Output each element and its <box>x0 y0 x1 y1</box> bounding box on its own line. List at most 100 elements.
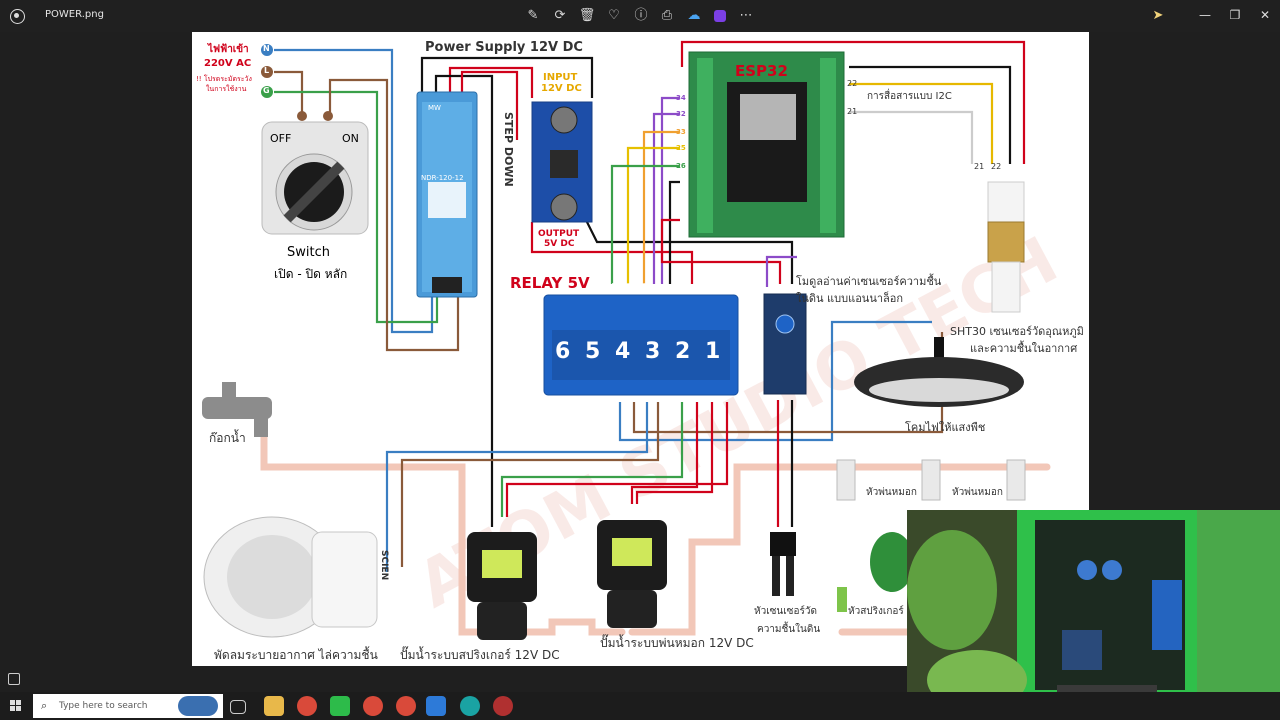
taskbar-search[interactable]: ⌕ Type here to search <box>33 694 223 718</box>
title-bar: POWER.png ✎ ⟳ 🗑 ♡ ⓘ ⎙ ☁ ⋯ ➤ — ❐ ✕ <box>0 0 1280 32</box>
fan-brand: SCIEN <box>379 550 389 581</box>
minimize-button[interactable]: — <box>1199 8 1211 22</box>
sht30-label-1: SHT30 เซนเซอร์วัดอุณหภูมิ <box>950 325 1084 338</box>
pin-22-esp: 22 <box>847 79 858 88</box>
print-icon[interactable]: ⎙ <box>661 8 673 23</box>
mist-nozzle-label-2: หัวพ่นหมอก <box>952 487 1003 498</box>
start-button[interactable] <box>0 692 32 720</box>
left-strip <box>0 665 192 692</box>
clipchamp-icon[interactable] <box>710 6 730 26</box>
relay-channel-5: 5 <box>585 339 601 364</box>
taskbar: ⌕ Type here to search <box>0 692 1280 720</box>
step-down-module <box>531 101 593 223</box>
relay-pin-2: 2 <box>642 282 647 290</box>
switch-description: เปิด - ปิด หลัก <box>274 267 348 281</box>
faucet-label: ก๊อกน้ำ <box>209 431 246 445</box>
ac-voltage-label: 220V AC <box>204 58 252 69</box>
ac-input-label: ไฟฟ้าเข้า <box>208 44 249 55</box>
sht30-label-2: และความชื้นในอากาศ <box>970 342 1078 355</box>
pin-21-esp: 21 <box>847 107 858 116</box>
more-icon[interactable]: ⋯ <box>739 8 753 23</box>
ac-terminals <box>261 44 273 98</box>
mist-nozzles <box>836 459 1026 501</box>
main-switch <box>261 111 369 235</box>
relay-board <box>543 294 739 396</box>
file-explorer-icon[interactable] <box>264 696 284 716</box>
line-icon[interactable] <box>330 696 350 716</box>
file-name: POWER.png <box>45 9 104 20</box>
close-button[interactable]: ✕ <box>1259 8 1271 22</box>
terminal-l: L <box>264 66 270 75</box>
fan-label: พัดลมระบายอากาศ ไล่ความชื้น <box>214 648 378 662</box>
power-supply-title: Power Supply 12V DC <box>425 40 583 55</box>
psu-brand: MW <box>428 104 441 112</box>
power-supply-unit <box>416 91 478 298</box>
input-label-2: 12V DC <box>541 83 582 94</box>
wires <box>274 40 1026 572</box>
recorder-icon[interactable] <box>493 696 513 716</box>
soil-module-label-2: ในดิน แบบแอนนาล็อก <box>796 292 904 305</box>
mist-pump <box>597 520 667 628</box>
delete-icon[interactable]: 🗑 <box>578 8 596 23</box>
grow-light <box>854 337 1024 407</box>
pin-34: 34 <box>676 94 686 102</box>
pin-33: 33 <box>676 128 686 136</box>
arduino-icon[interactable] <box>460 696 480 716</box>
chrome-icon-3[interactable] <box>396 696 416 716</box>
input-label-1: INPUT <box>543 72 578 83</box>
film-strip-icon[interactable] <box>8 673 20 685</box>
relay-channel-6: 6 <box>555 339 571 364</box>
chrome-icon-2[interactable] <box>363 696 383 716</box>
psu-model: NDR-120-12 <box>421 174 464 182</box>
output-label-2: 5V DC <box>544 239 575 249</box>
relay-pin-3: 3 <box>626 282 631 290</box>
terminal-g: G <box>263 86 270 95</box>
wiring-diagram-svg: ATOM STUDIO TECH <box>202 40 1069 640</box>
cursor-pointer-icon: ➤ <box>1152 8 1164 23</box>
sprinkler-head-label: หัวสปริงเกอร์ <box>848 606 904 617</box>
faucet <box>202 382 272 437</box>
pin-25: 25 <box>676 144 686 152</box>
pin-21-sht: 21 <box>974 162 985 171</box>
vscode-icon[interactable] <box>426 696 446 716</box>
soil-probe <box>770 532 796 596</box>
task-view-icon[interactable] <box>230 700 246 714</box>
edit-icon[interactable]: ✎ <box>527 8 539 23</box>
search-highlight-icon <box>178 696 218 716</box>
search-placeholder: Type here to search <box>59 701 148 711</box>
relay-channel-2: 2 <box>675 339 691 364</box>
favorite-icon[interactable]: ♡ <box>608 8 620 23</box>
onedrive-icon[interactable]: ☁ <box>687 8 701 23</box>
mist-nozzle-label-1: หัวพ่นหมอก <box>866 487 917 498</box>
rotate-icon[interactable]: ⟳ <box>554 8 566 23</box>
relay-pin-4: 4 <box>610 282 615 290</box>
terminal-n: N <box>263 44 270 53</box>
soil-module-label-1: โมดูลอ่านค่าเซนเซอร์ความชื้น <box>796 275 942 288</box>
webcam-overlay <box>907 510 1280 720</box>
esp32-title: ESP32 <box>735 62 788 80</box>
relay-channel-1: 1 <box>705 339 721 364</box>
sprinkler-pump-label: ปั๊มน้ำระบบสปริงเกอร์ 12V DC <box>400 648 560 662</box>
mist-pump-label: ปั๊มน้ำระบบพ่นหมอก 12V DC <box>600 636 754 650</box>
plant <box>837 532 914 612</box>
ac-warning-1: !! โปรดระมัดระวัง <box>196 75 252 83</box>
relay-channel-4: 4 <box>615 339 631 364</box>
esp32-board <box>688 51 845 238</box>
maximize-button[interactable]: ❐ <box>1229 8 1241 22</box>
switch-off-label: OFF <box>270 132 292 145</box>
i2c-label: การสื่อสารแบบ I2C <box>867 91 952 102</box>
sprinkler-pump <box>467 532 537 640</box>
switch-title: Switch <box>287 245 330 260</box>
soil-sensor-module <box>763 293 807 395</box>
wiring-diagram: ATOM STUDIO TECH <box>192 32 1089 666</box>
info-icon[interactable]: ⓘ <box>634 8 648 23</box>
pin-22-sht: 22 <box>991 162 1002 171</box>
pin-32: 32 <box>676 110 686 118</box>
chrome-icon[interactable] <box>297 696 317 716</box>
relay-title: RELAY 5V <box>510 274 590 292</box>
output-label-1: OUTPUT <box>538 229 580 239</box>
sht30-sensor <box>987 181 1025 313</box>
pin-26: 26 <box>676 162 686 170</box>
relay-pin-1: 1 <box>658 282 663 290</box>
ac-warning-2: ในการใช้งาน <box>206 85 247 93</box>
